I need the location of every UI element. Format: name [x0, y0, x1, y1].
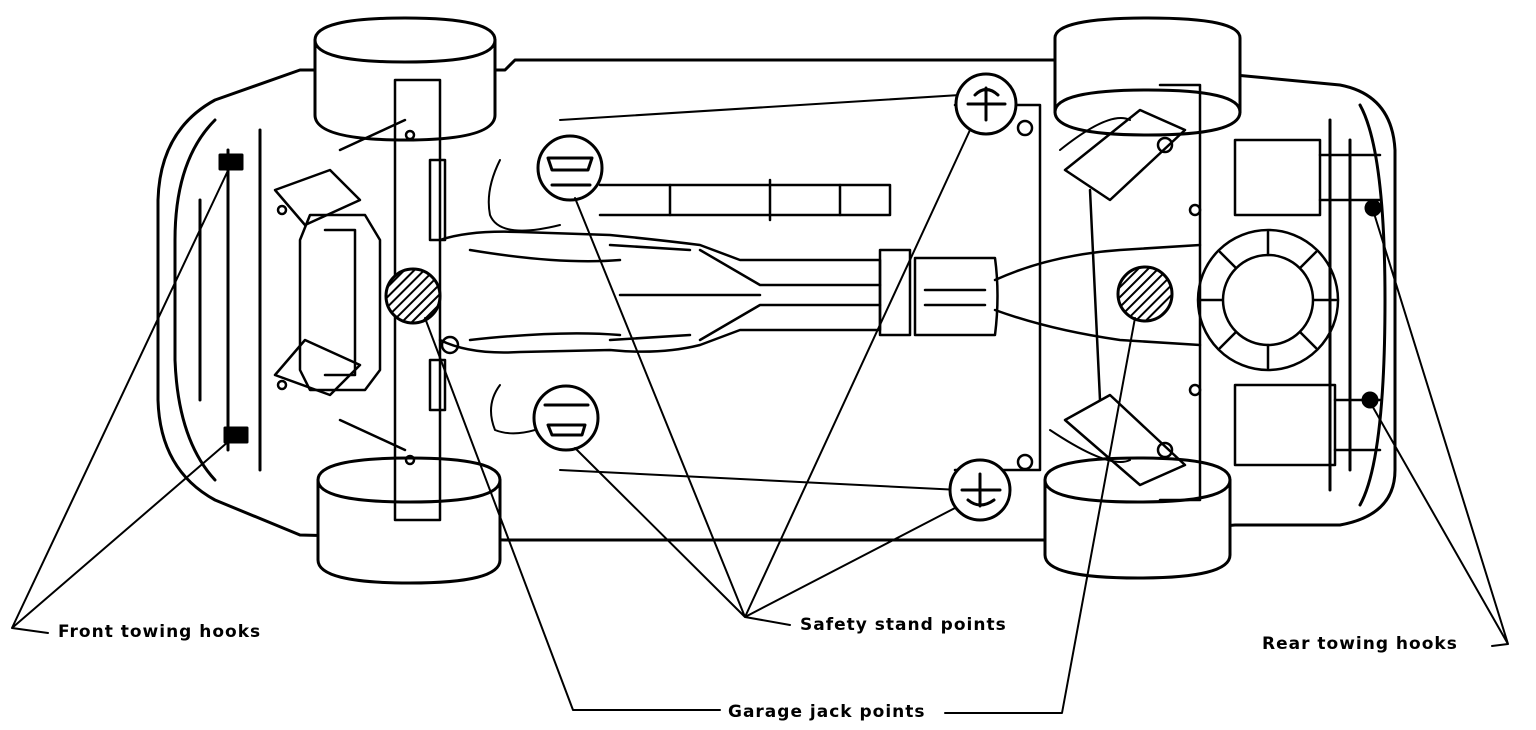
- safety-stand-point-front-left: [536, 134, 604, 202]
- front-panel: [198, 128, 262, 472]
- safety-stand-point-front-right: [532, 384, 600, 452]
- rear-right-wheel: [1043, 456, 1232, 580]
- rear-panel: [1328, 118, 1352, 492]
- front-bumper: [173, 118, 217, 482]
- lines: [487, 94, 1131, 491]
- rear-left-wheel: [1053, 16, 1242, 137]
- garage-jack-points-label: Garage jack points: [728, 702, 926, 722]
- leader-lines: [11, 129, 1509, 714]
- drivetrain: [438, 178, 1202, 354]
- rear-mufflers: [1233, 138, 1382, 467]
- rear-towing-hook-upper: [1364, 199, 1382, 217]
- rear-towing-hooks-label: Rear towing hooks: [1262, 634, 1458, 654]
- rear-garage-jack-point: [1116, 265, 1174, 323]
- safety-stand-points-label: Safety stand points: [800, 615, 1007, 635]
- safety-stand-point-rear-left: [954, 72, 1018, 136]
- rear-towing-hook-lower: [1361, 391, 1379, 409]
- rear-bumper: [1358, 103, 1387, 507]
- front-garage-jack-point: [384, 267, 442, 325]
- safety-stand-point-rear-right: [948, 458, 1012, 522]
- front-towing-hooks-label: Front towing hooks: [58, 622, 262, 642]
- differential: [1196, 228, 1340, 372]
- front-suspension: [273, 78, 460, 522]
